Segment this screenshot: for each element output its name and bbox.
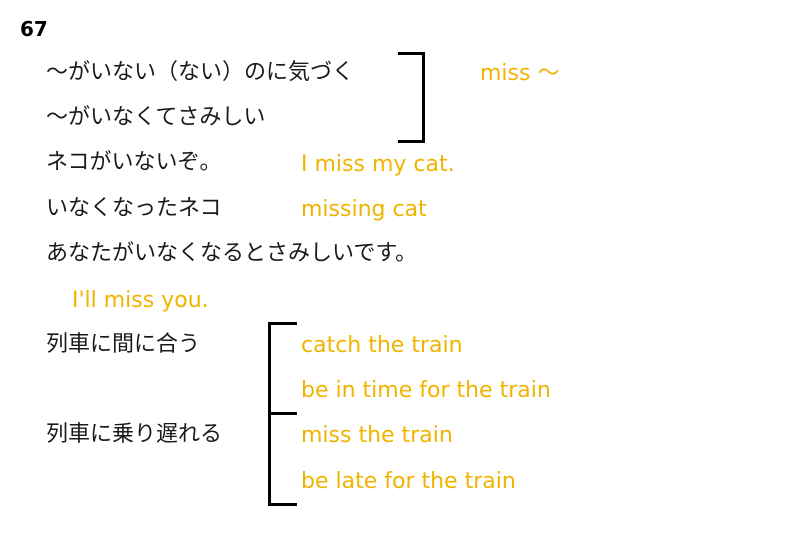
train-ja-miss: 列車に乗り遅れる — [46, 422, 223, 447]
page-number: 67 — [20, 17, 48, 41]
train-en-in-time: be in time for the train — [301, 378, 551, 403]
sentence-ja: あなたがいなくなるとさみしいです。 — [46, 241, 418, 266]
definition-line-notice: 〜がいない（ない）のに気づく — [46, 60, 355, 85]
train-en-catch: catch the train — [301, 333, 463, 358]
example-ja-missing-cat: いなくなったネコ — [46, 196, 222, 221]
train-bracket-divider — [268, 412, 297, 415]
definition-gloss: miss 〜 — [480, 61, 560, 86]
train-ja-catch: 列車に間に合う — [46, 332, 201, 357]
example-en-missing-cat: missing cat — [301, 197, 427, 222]
example-ja-cat-gone: ネコがいないぞ。 — [46, 150, 222, 175]
definition-bracket — [398, 52, 425, 143]
definition-line-lonely: 〜がいなくてさみしい — [46, 105, 266, 130]
sentence-en: I'll miss you. — [72, 288, 209, 313]
train-en-miss: miss the train — [301, 423, 453, 448]
train-en-late: be late for the train — [301, 469, 516, 494]
example-en-cat-gone: I miss my cat. — [301, 152, 455, 177]
